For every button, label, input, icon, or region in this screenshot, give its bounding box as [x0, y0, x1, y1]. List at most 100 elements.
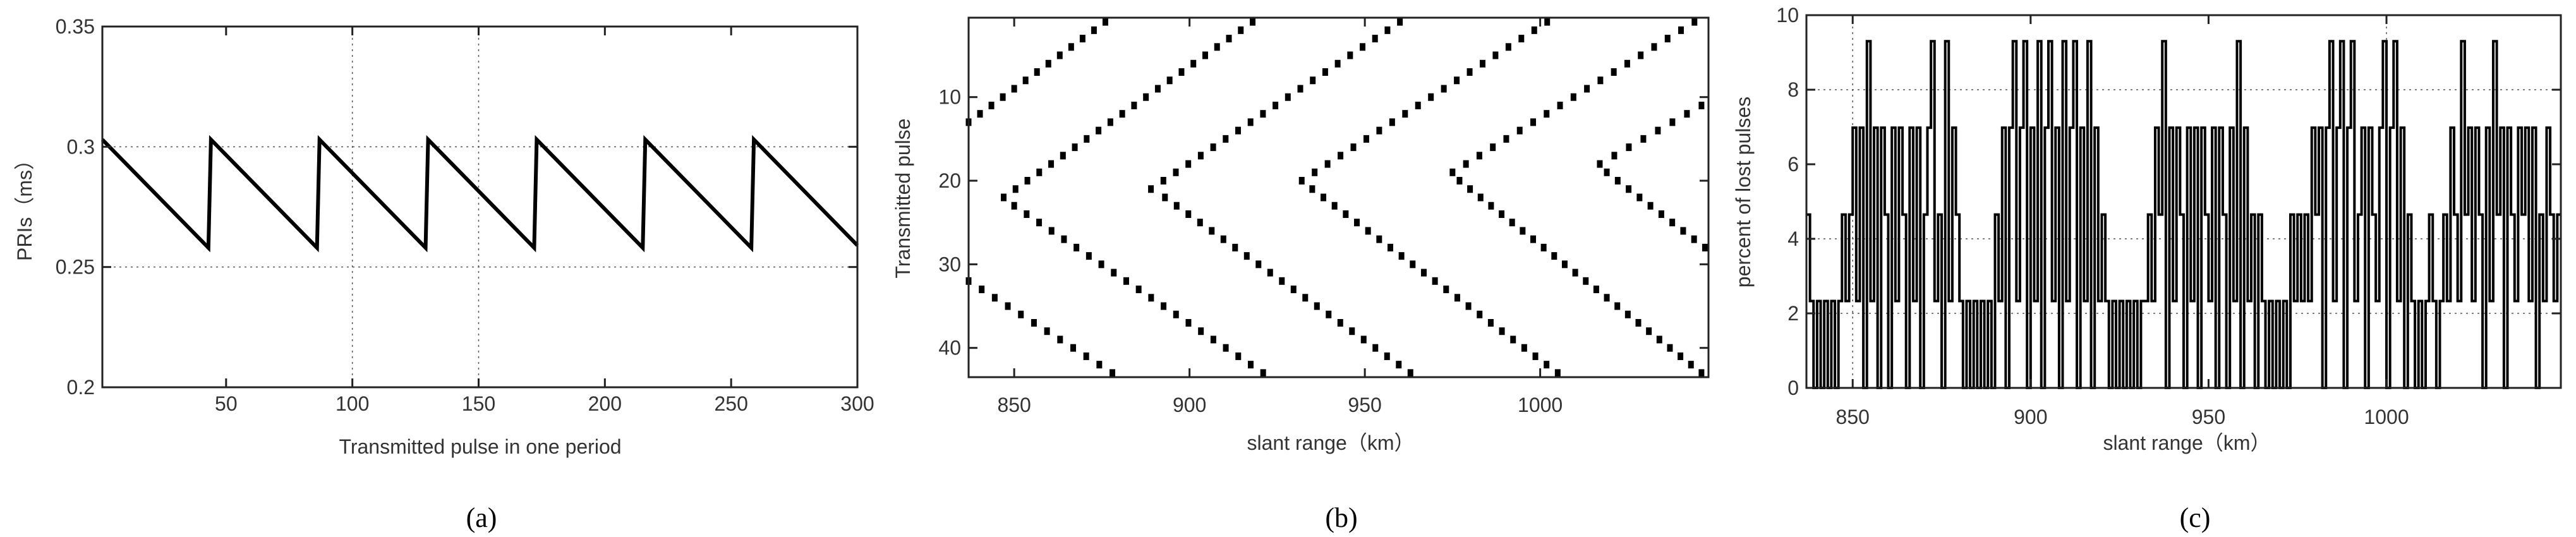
echo-marker — [1197, 219, 1203, 227]
echo-marker — [1365, 227, 1371, 235]
echo-marker — [1349, 327, 1355, 335]
echo-marker — [1614, 302, 1621, 310]
echo-marker — [1173, 202, 1180, 210]
echo-marker — [1148, 185, 1154, 193]
echo-marker — [1083, 352, 1089, 360]
echo-marker — [1655, 126, 1661, 135]
echo-marker — [1583, 277, 1589, 285]
echo-marker — [1034, 68, 1040, 76]
echo-marker — [1669, 219, 1676, 227]
echo-marker — [1309, 185, 1315, 193]
echo-marker — [1110, 369, 1116, 377]
echo-marker — [1680, 227, 1686, 235]
echo-marker — [1465, 302, 1472, 310]
x-tick-label: 1000 — [1518, 394, 1563, 416]
y-tick-label: 8 — [1787, 78, 1799, 101]
echo-marker — [1011, 85, 1017, 93]
echo-marker — [1466, 68, 1473, 76]
echo-marker — [1372, 344, 1379, 352]
echo-marker — [1456, 177, 1463, 185]
echo-marker — [1611, 152, 1618, 160]
echo-marker — [1467, 185, 1473, 193]
echo-marker — [1031, 318, 1037, 327]
echo-marker — [979, 286, 985, 294]
echo-marker — [1338, 152, 1344, 160]
echo-marker — [1161, 302, 1167, 310]
plot-area — [100, 135, 859, 253]
echo-marker — [1160, 177, 1166, 185]
echo-marker — [1509, 219, 1515, 227]
x-tick-label: 100 — [336, 392, 369, 415]
echo-marker — [1531, 26, 1537, 34]
echo-marker — [1285, 93, 1291, 101]
echo-marker — [1044, 327, 1050, 335]
echo-marker — [1597, 76, 1604, 85]
echo-marker — [1572, 268, 1578, 277]
echo-marker — [1402, 110, 1408, 118]
echo-marker — [1487, 318, 1494, 327]
echo-marker — [1178, 68, 1185, 76]
y-tick-label: 6 — [1787, 153, 1799, 176]
echo-marker — [1334, 59, 1341, 68]
echo-marker — [1557, 101, 1563, 109]
echo-marker — [1135, 286, 1142, 294]
echo-marker — [1056, 51, 1063, 59]
echo-marker — [1185, 318, 1192, 327]
echo-marker — [1148, 294, 1154, 302]
echo-marker — [1337, 318, 1343, 327]
echo-marker — [1048, 227, 1055, 235]
echo-marker — [1518, 35, 1525, 43]
axes-frame — [101, 25, 859, 389]
echo-marker — [1499, 210, 1505, 218]
echo-marker — [1554, 369, 1561, 377]
echo-marker — [1000, 193, 1007, 202]
echo-marker — [1551, 252, 1557, 260]
echo-marker — [991, 294, 998, 302]
echo-marker — [1173, 310, 1179, 318]
echo-marker — [1322, 68, 1328, 76]
echo-marker — [1202, 51, 1208, 59]
echo-marker — [1298, 177, 1305, 185]
echo-marker — [1070, 344, 1076, 352]
echo-marker — [1057, 335, 1063, 344]
echo-marker — [1614, 177, 1621, 185]
echo-marker — [1376, 235, 1382, 243]
echo-marker — [1476, 152, 1482, 160]
echo-marker — [977, 110, 983, 118]
x-axis-label: Transmitted pulse in one period — [339, 435, 621, 458]
echo-marker — [1360, 335, 1367, 344]
echo-marker — [1223, 344, 1229, 352]
echo-marker — [1096, 361, 1103, 369]
echo-marker — [1667, 344, 1673, 352]
echo-marker — [1510, 335, 1516, 344]
echo-marker — [1247, 361, 1254, 369]
echo-marker — [1267, 268, 1273, 277]
echo-marker — [1354, 219, 1360, 227]
echo-marker — [1068, 43, 1074, 51]
echo-marker — [1173, 168, 1179, 176]
echo-marker — [1210, 143, 1216, 152]
echo-marker — [1658, 210, 1664, 218]
echo-marker — [1111, 268, 1117, 277]
x-tick-label: 900 — [1173, 394, 1206, 416]
echo-marker — [1022, 76, 1029, 85]
echo-marker — [1326, 310, 1332, 318]
echo-marker — [1503, 135, 1509, 143]
echo-marker — [1250, 18, 1256, 26]
x-tick-label: 1000 — [2364, 406, 2409, 428]
echo-marker — [1698, 369, 1705, 377]
echo-marker — [1636, 193, 1643, 202]
echo-marker — [1154, 85, 1161, 93]
echo-marker — [1702, 243, 1708, 251]
echo-marker — [1279, 277, 1285, 285]
y-tick-label: 2 — [1787, 302, 1799, 325]
echo-marker — [1410, 260, 1416, 268]
y-axis-label: PRIs（ms） — [13, 150, 36, 261]
echo-marker — [1443, 286, 1449, 294]
echo-marker — [1209, 227, 1215, 235]
echo-marker — [1255, 260, 1262, 268]
echo-marker — [1647, 202, 1654, 210]
echo-marker — [1397, 18, 1403, 26]
echo-marker — [1107, 118, 1113, 126]
echo-marker — [1223, 135, 1229, 143]
